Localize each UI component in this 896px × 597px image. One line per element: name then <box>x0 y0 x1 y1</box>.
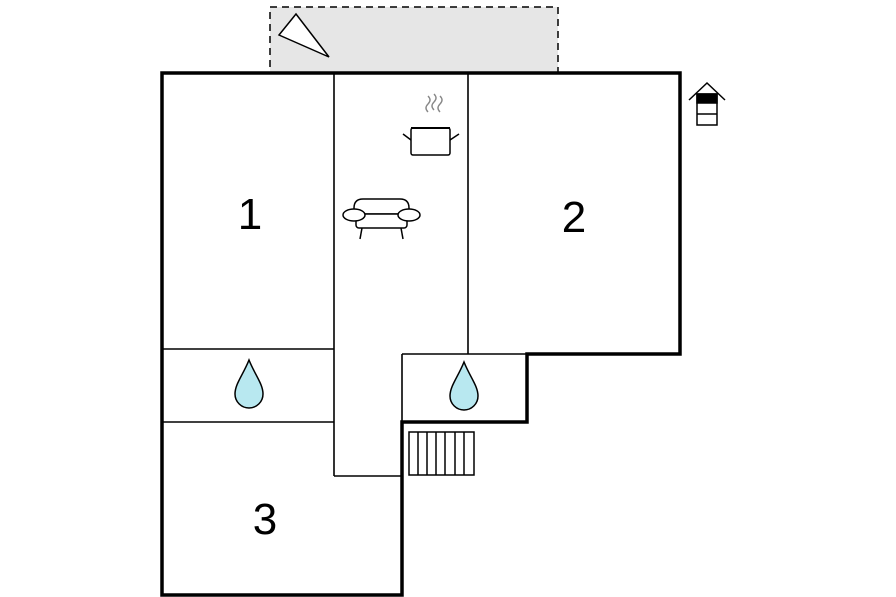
room-label-2: 2 <box>562 193 586 242</box>
house-icon <box>688 81 726 126</box>
compass-triangle-icon <box>277 12 330 58</box>
sofa-icon <box>342 198 421 240</box>
terrace <box>269 6 559 74</box>
water-drop-icon <box>449 359 479 411</box>
room-label-3: 3 <box>253 495 277 544</box>
outer-wall <box>160 71 682 597</box>
interior-walls <box>162 73 527 477</box>
water-drop-icon <box>234 357 264 409</box>
room-label-1: 1 <box>238 190 262 239</box>
cooking-pot-icon <box>402 93 460 156</box>
staircase-icon <box>408 431 475 476</box>
